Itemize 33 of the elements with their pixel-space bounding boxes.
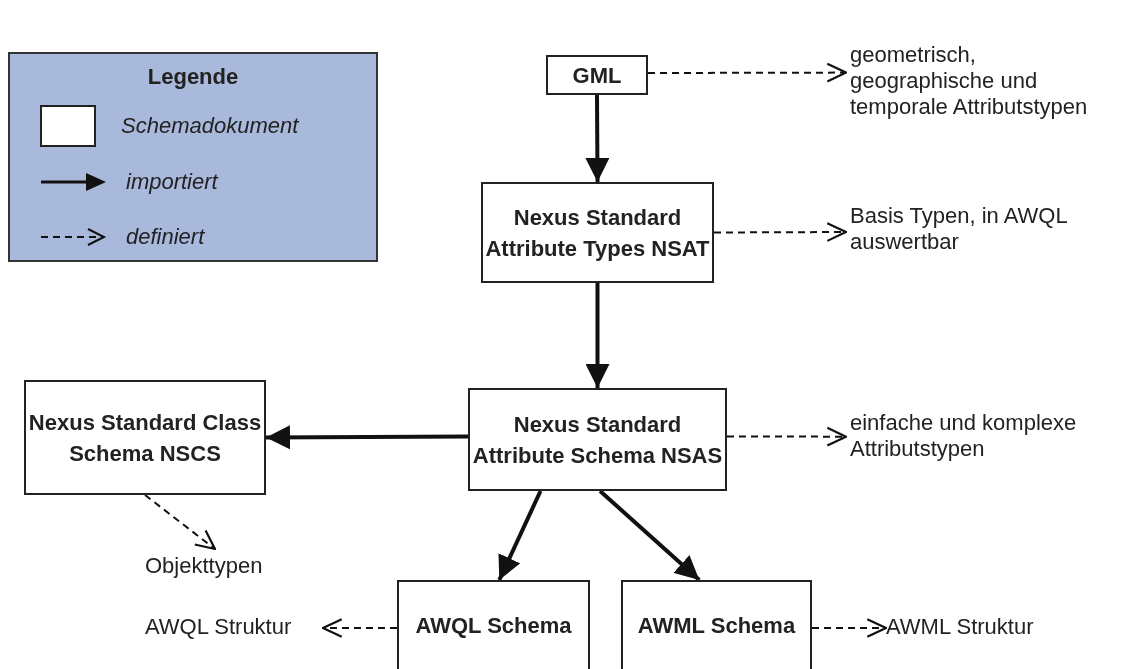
- schema-box: [468, 388, 727, 491]
- arrow: [585, 283, 610, 388]
- box-label: GML: [572, 61, 622, 90]
- arrow: [497, 490, 543, 581]
- annotation-text: geometrisch, geographische und temporale Attributstypen: [850, 42, 1089, 120]
- dashed-arrow: [811, 618, 888, 638]
- schema-box: [621, 580, 812, 669]
- box-label: AWML Schema: [637, 612, 796, 640]
- box-label: Nexus Standard Attribute Schema NSAS: [471, 410, 724, 470]
- arrow: [266, 425, 468, 450]
- box-label: AWQL Schema: [415, 612, 572, 640]
- annotation-text: Objekttypen: [145, 553, 264, 579]
- legend-title: Legende: [146, 64, 240, 90]
- annotation-text: AWML Struktur: [886, 614, 1035, 640]
- legend-text: definiert: [126, 224, 205, 250]
- legend-text: importiert: [126, 169, 218, 195]
- dashed-arrow: [713, 222, 848, 242]
- dashed-arrow: [726, 426, 848, 447]
- schema-box: [546, 55, 648, 95]
- arrow: [585, 95, 610, 182]
- legend-text: Schemadokument: [121, 113, 299, 139]
- schema-box: [481, 182, 714, 283]
- box-label: Nexus Standard Class Schema NSCS: [27, 408, 263, 468]
- annotation-text: Basis Typen, in AWQL auswertbar: [850, 203, 1068, 255]
- annotation-text: einfache und komplexe Attributstypen: [850, 410, 1078, 462]
- annotation-text: AWQL Struktur: [145, 614, 293, 640]
- arrow: [598, 489, 701, 582]
- box-label: Nexus Standard Attribute Types NSAT: [484, 203, 711, 263]
- schema-box: [397, 580, 590, 669]
- dashed-arrow: [144, 494, 217, 551]
- dashed-arrow: [321, 618, 398, 638]
- schema-box: [24, 380, 266, 495]
- dashed-arrow: [647, 62, 848, 83]
